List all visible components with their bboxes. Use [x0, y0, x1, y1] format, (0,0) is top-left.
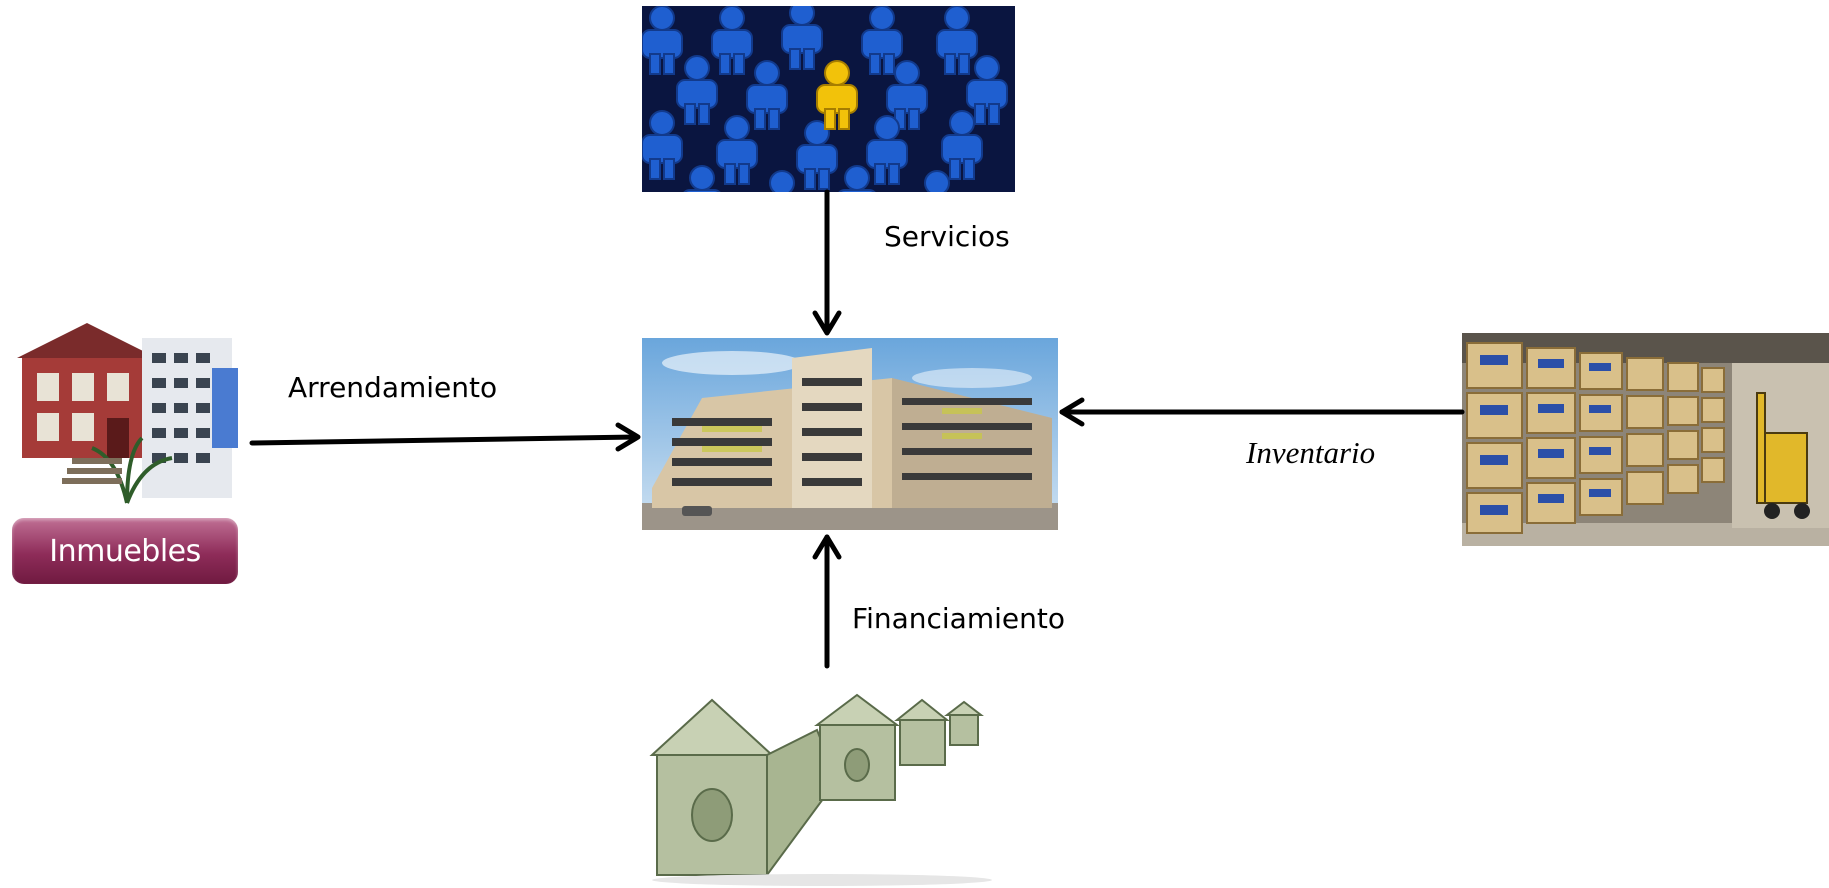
dollar-houses-graphic — [642, 670, 1000, 888]
inventario-label: Inventario — [1246, 435, 1376, 470]
servicios-label: Servicios — [884, 220, 1010, 253]
services-image — [642, 6, 1015, 192]
financiamiento-label: Financiamiento — [852, 602, 1065, 635]
inmuebles-banner: Inmuebles — [12, 518, 238, 584]
warehouse-graphic — [1462, 333, 1829, 546]
arrendamiento-label: Arrendamiento — [288, 371, 498, 404]
servicios-arrowhead — [812, 310, 842, 336]
property-image: Inmuebles — [12, 308, 238, 584]
inventario-arrowhead — [1059, 397, 1085, 427]
apartment-building-graphic — [642, 338, 1058, 530]
financing-image — [642, 670, 1000, 888]
inventory-image — [1462, 333, 1829, 546]
houses-graphic — [12, 308, 238, 518]
crowd-figures-graphic — [642, 6, 1015, 192]
arrendamiento-arrowhead — [615, 422, 641, 452]
financiamiento-arrowhead — [812, 534, 842, 560]
center-building-image — [642, 338, 1058, 530]
arrendamiento-arrow-shaft — [249, 434, 640, 446]
